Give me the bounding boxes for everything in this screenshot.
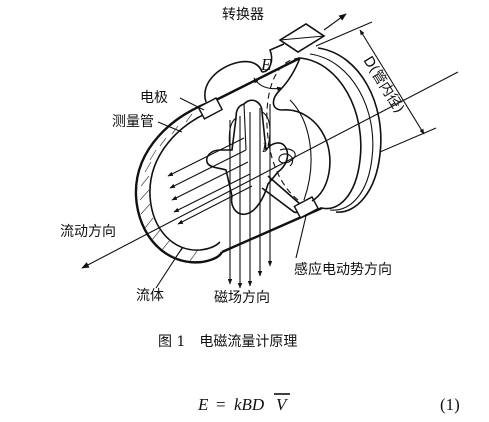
electrode-top	[197, 97, 224, 120]
equation-number: (1)	[440, 395, 460, 414]
right-hand	[205, 99, 303, 216]
equation-lhs: E	[197, 395, 209, 414]
magnetic-field-arrows	[227, 104, 273, 289]
figure-caption: 图 1 电磁流量计原理	[158, 334, 297, 350]
emf-arrow	[253, 77, 283, 91]
measuring-tube-leader	[157, 121, 183, 133]
emf-direction-label: 感应电动势方向	[294, 261, 392, 278]
converter-label: 转换器	[222, 6, 264, 23]
measuring-tube-label: 测量管	[112, 114, 154, 130]
diameter-dimension	[315, 21, 437, 153]
wire-bottom	[272, 89, 331, 202]
equation-velocity: V	[276, 395, 289, 414]
tube-wall-hatch	[139, 103, 207, 262]
flow-arrows	[167, 137, 253, 225]
converter-box	[278, 13, 347, 53]
fluid-label: 流体	[136, 288, 164, 304]
measuring-tube	[134, 47, 382, 264]
emf-label: E	[260, 55, 272, 74]
equation: E = kBD V (1)	[197, 393, 460, 414]
wire-top	[204, 60, 263, 103]
electrode-bottom	[293, 196, 320, 219]
electrode-leader	[179, 97, 205, 111]
equation-rhs-prefix: kBD	[234, 395, 265, 414]
current-symbol: I	[261, 140, 267, 155]
wire-to-converter-1	[261, 43, 285, 73]
equation-equals: =	[216, 395, 226, 414]
electrode-label: 电极	[140, 90, 168, 106]
emf-direction-leader	[295, 215, 307, 259]
magnetic-field-direction-label: 磁场方向	[214, 290, 270, 306]
fluid-leader	[155, 247, 183, 289]
flow-direction-label: 流动方向	[60, 224, 116, 240]
